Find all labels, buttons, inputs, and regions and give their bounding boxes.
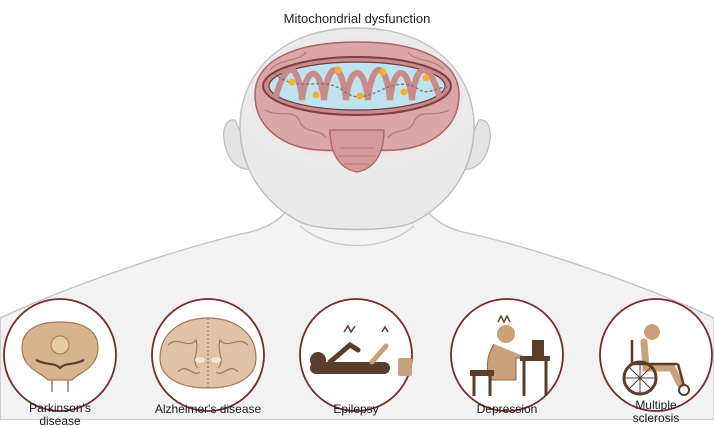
condition-circle-alzheimers xyxy=(151,298,265,412)
diagram-title: Mitochondrial dysfunction xyxy=(283,11,431,26)
epilepsy-seizure-icon xyxy=(310,324,412,376)
condition-circle-ms xyxy=(599,298,713,412)
condition-circle-epilepsy xyxy=(299,298,413,412)
label-parkinsons: Parkinson's disease xyxy=(29,401,91,428)
parkinsons-brainstem-icon xyxy=(21,321,99,392)
label-alzheimers: Alzheimer's disease xyxy=(154,402,262,416)
alzheimers-brain-section-icon xyxy=(159,317,257,389)
brain-icon xyxy=(254,41,460,173)
condition-circle-parkinsons xyxy=(3,298,117,412)
label-epilepsy: Epilepsy xyxy=(333,402,379,416)
depression-person-icon xyxy=(470,314,550,396)
label-depression: Depression xyxy=(476,402,538,416)
condition-circle-depression xyxy=(450,298,564,412)
label-multiple-sclerosis: Multiple sclerosis xyxy=(632,398,680,425)
wheelchair-icon xyxy=(622,324,690,396)
